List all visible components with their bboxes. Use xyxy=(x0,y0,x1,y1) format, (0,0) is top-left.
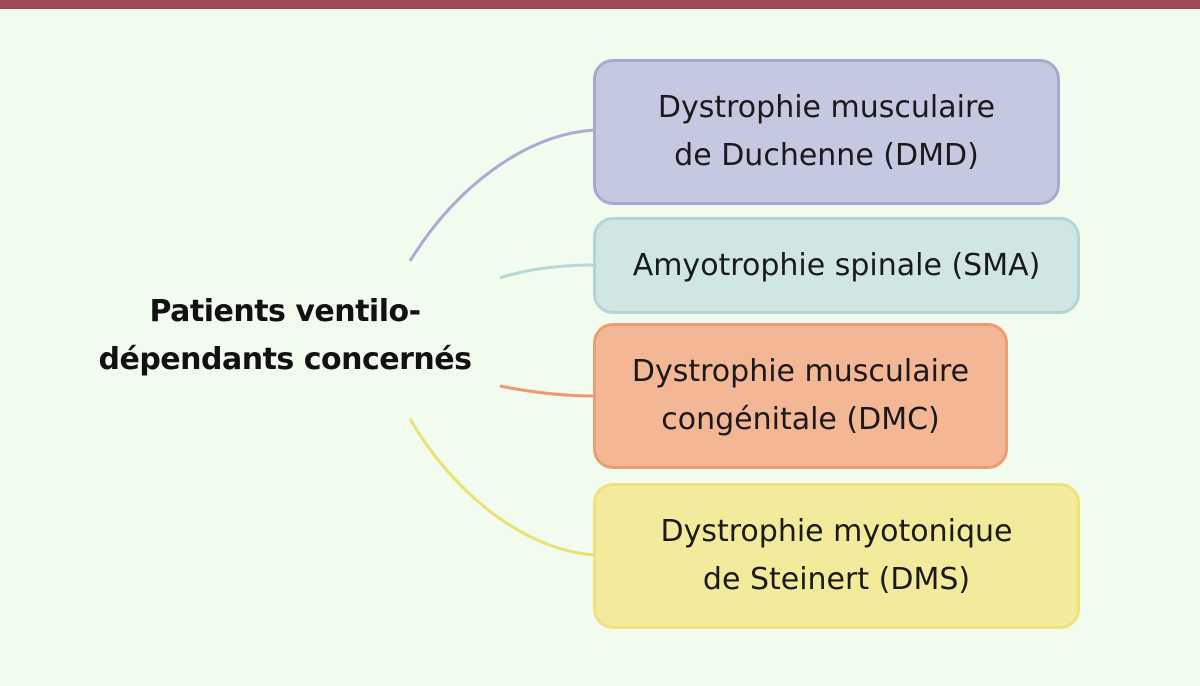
top-border-bar xyxy=(0,0,1200,9)
box-dmc: Dystrophie musculaire congénitale (DMC) xyxy=(593,323,1008,469)
box-sma-line1: Amyotrophie spinale (SMA) xyxy=(632,247,1041,283)
box-dms: Dystrophie myotonique de Steinert (DMS) xyxy=(593,483,1080,629)
box-dmd-line2: de Duchenne (DMD) xyxy=(674,138,979,173)
box-sma: Amyotrophie spinale (SMA) xyxy=(593,217,1080,314)
central-node-line2: dépendants concernés xyxy=(98,342,472,377)
central-node: Patients ventilo- dépendants concernés xyxy=(80,288,490,384)
box-dmd: Dystrophie musculaire de Duchenne (DMD) xyxy=(593,59,1060,205)
box-dmd-line1: Dystrophie musculaire xyxy=(657,90,996,125)
connector-sma xyxy=(499,263,596,280)
box-dms-line1: Dystrophie myotonique xyxy=(660,514,1013,549)
box-dmc-line1: Dystrophie musculaire xyxy=(631,354,970,389)
connector-dms xyxy=(408,418,596,557)
connector-dmd xyxy=(408,128,596,262)
box-dms-line2: de Steinert (DMS) xyxy=(702,562,971,597)
box-dmc-line2: congénitale (DMC) xyxy=(661,402,940,437)
connector-dmc xyxy=(499,384,596,398)
central-node-line1: Patients ventilo- xyxy=(149,294,421,329)
